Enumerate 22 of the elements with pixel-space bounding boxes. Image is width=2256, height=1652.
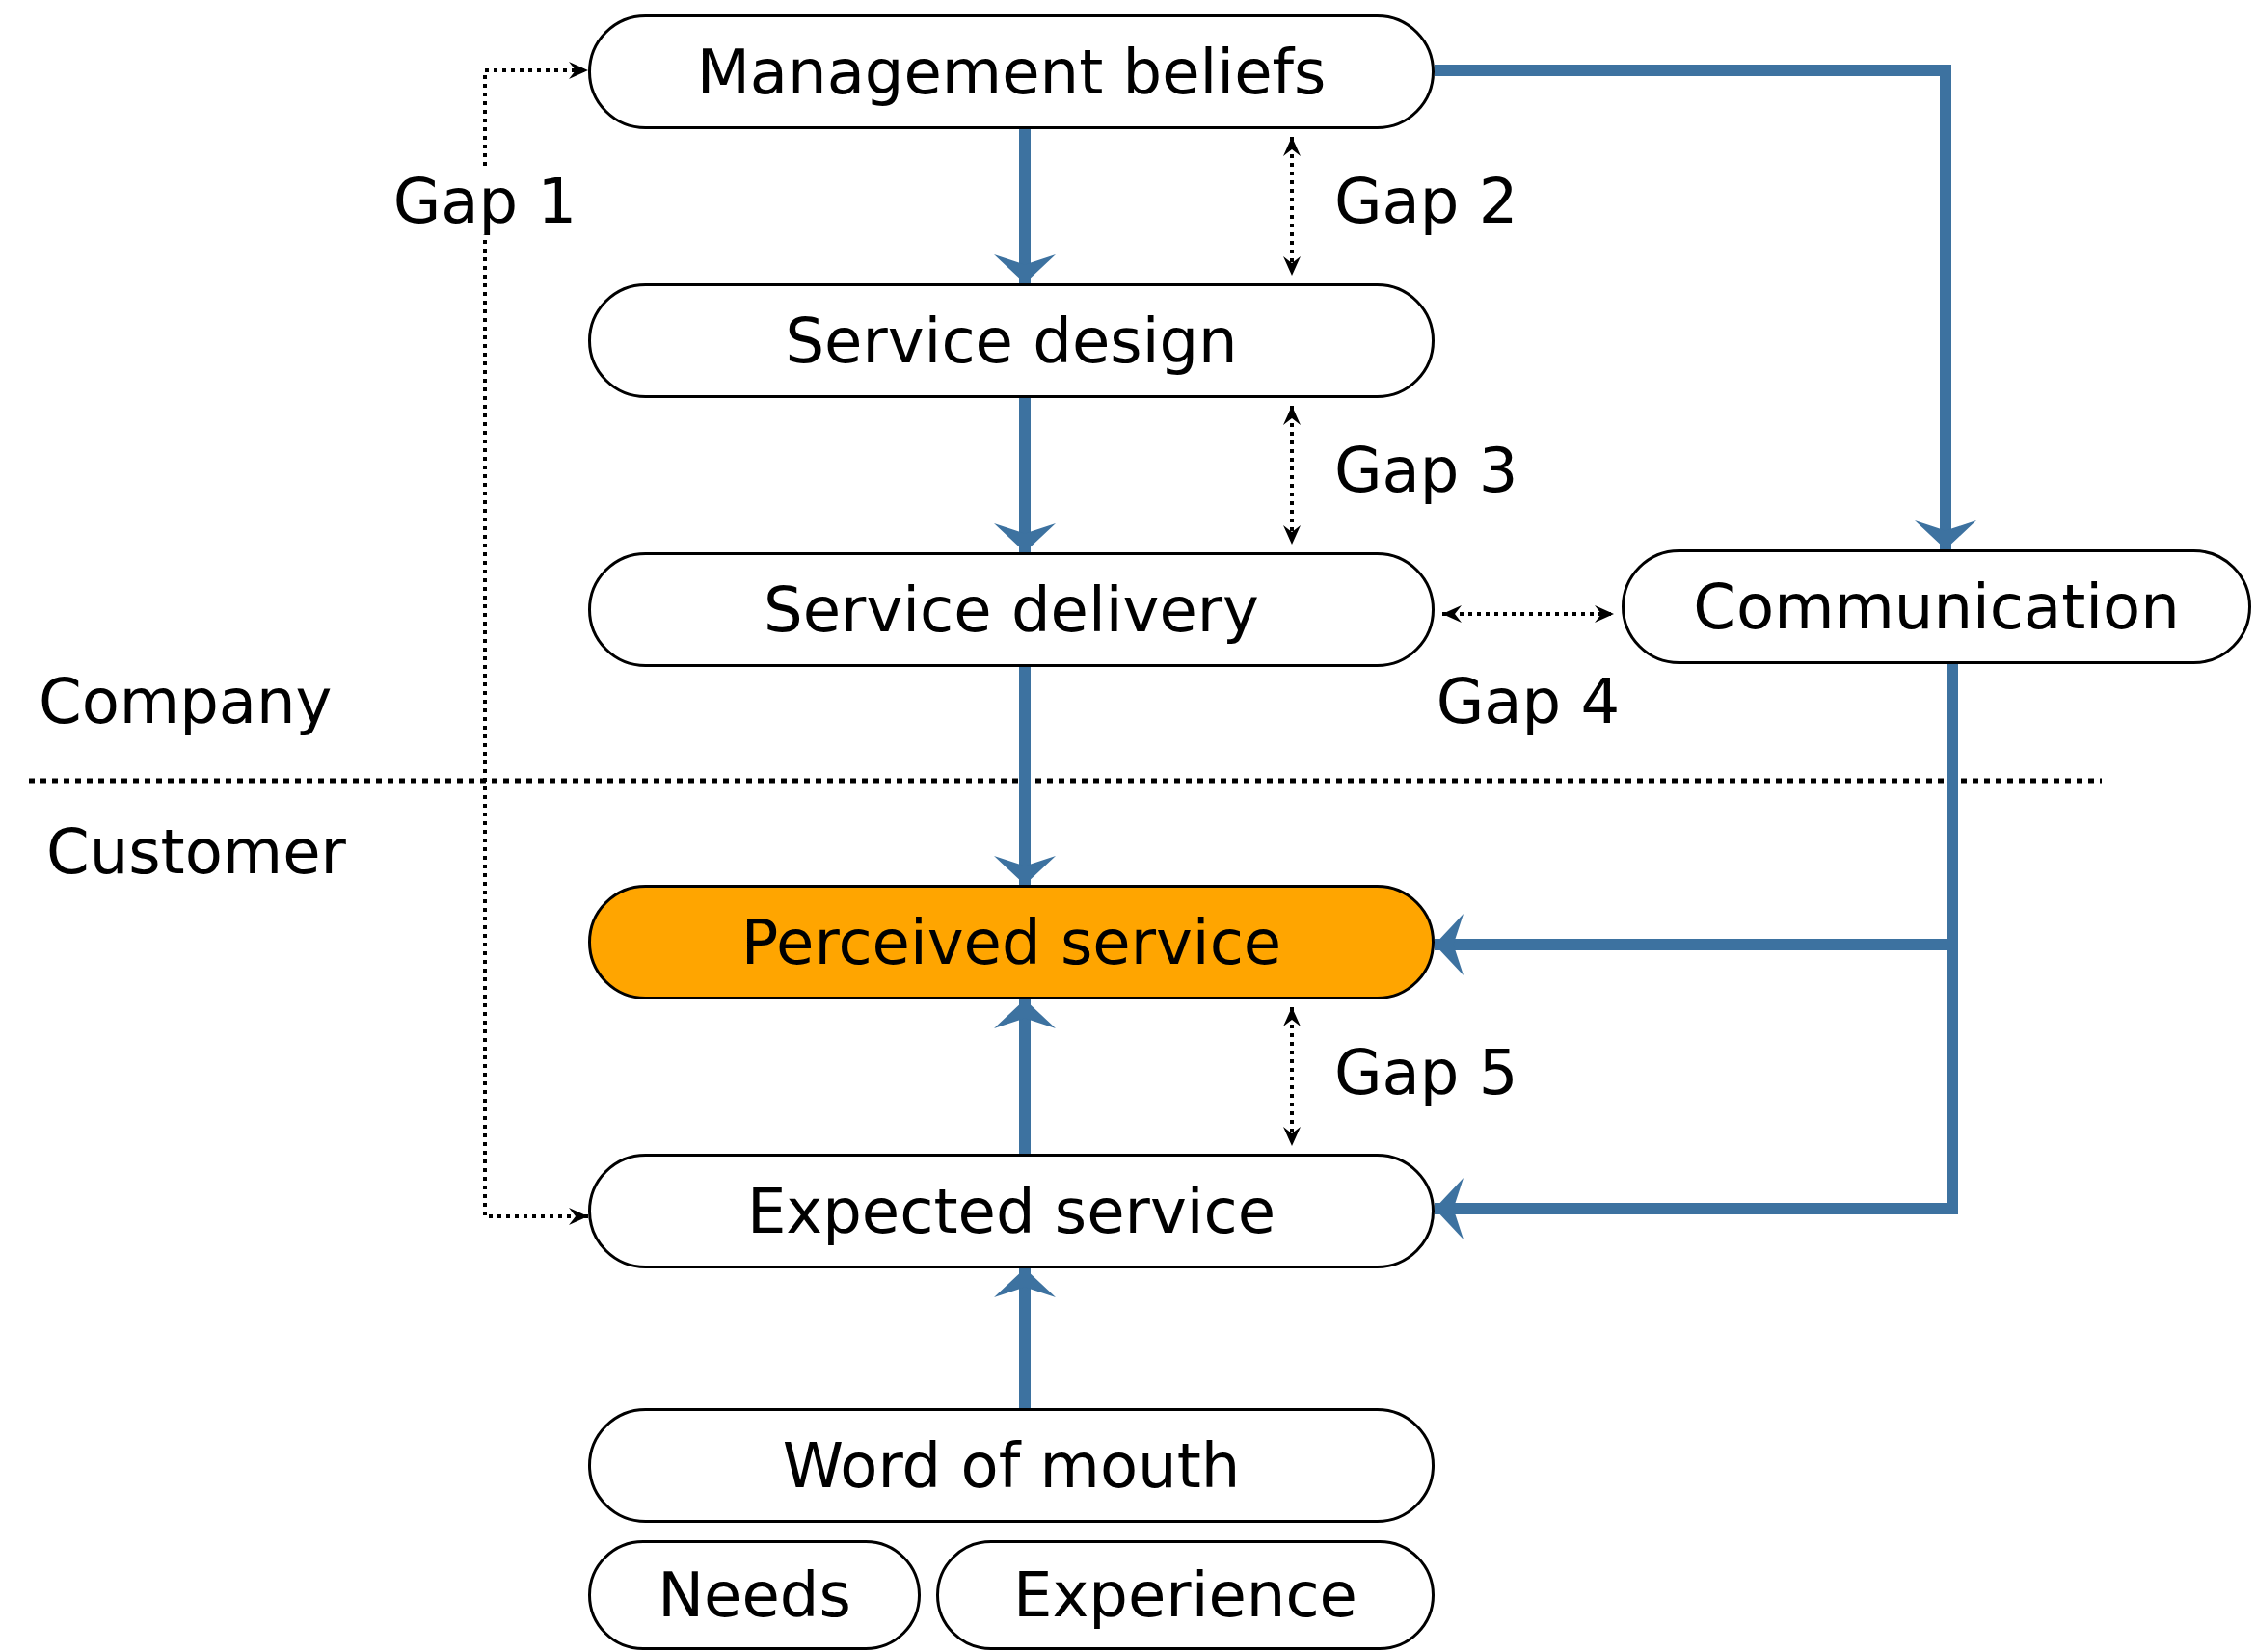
- node-label: Perceived service: [740, 906, 1282, 978]
- node-label: Word of mouth: [782, 1429, 1241, 1502]
- dotted-arrow: [1283, 406, 1301, 545]
- dotted-arrow: [1283, 137, 1301, 276]
- node-label: Communication: [1693, 571, 2180, 643]
- arrow: [994, 1268, 1056, 1408]
- region-label: Customer: [46, 817, 346, 887]
- arrow: [994, 129, 1056, 283]
- region-label: Company: [39, 667, 333, 736]
- arrow: [994, 398, 1056, 552]
- node-label: Service delivery: [764, 573, 1259, 646]
- node-label: Management beliefs: [696, 36, 1327, 108]
- node-label: Service design: [785, 305, 1238, 377]
- arrow: [994, 667, 1056, 885]
- node-label: Experience: [1013, 1559, 1357, 1631]
- arrow: [1435, 65, 1976, 549]
- node-label: Expected service: [746, 1175, 1276, 1247]
- node-label: Needs: [658, 1559, 851, 1631]
- dotted-arrow: [1283, 1007, 1301, 1146]
- arrow: [994, 999, 1056, 1154]
- dotted-arrow: [483, 62, 588, 1225]
- dotted-arrow: [1442, 605, 1614, 623]
